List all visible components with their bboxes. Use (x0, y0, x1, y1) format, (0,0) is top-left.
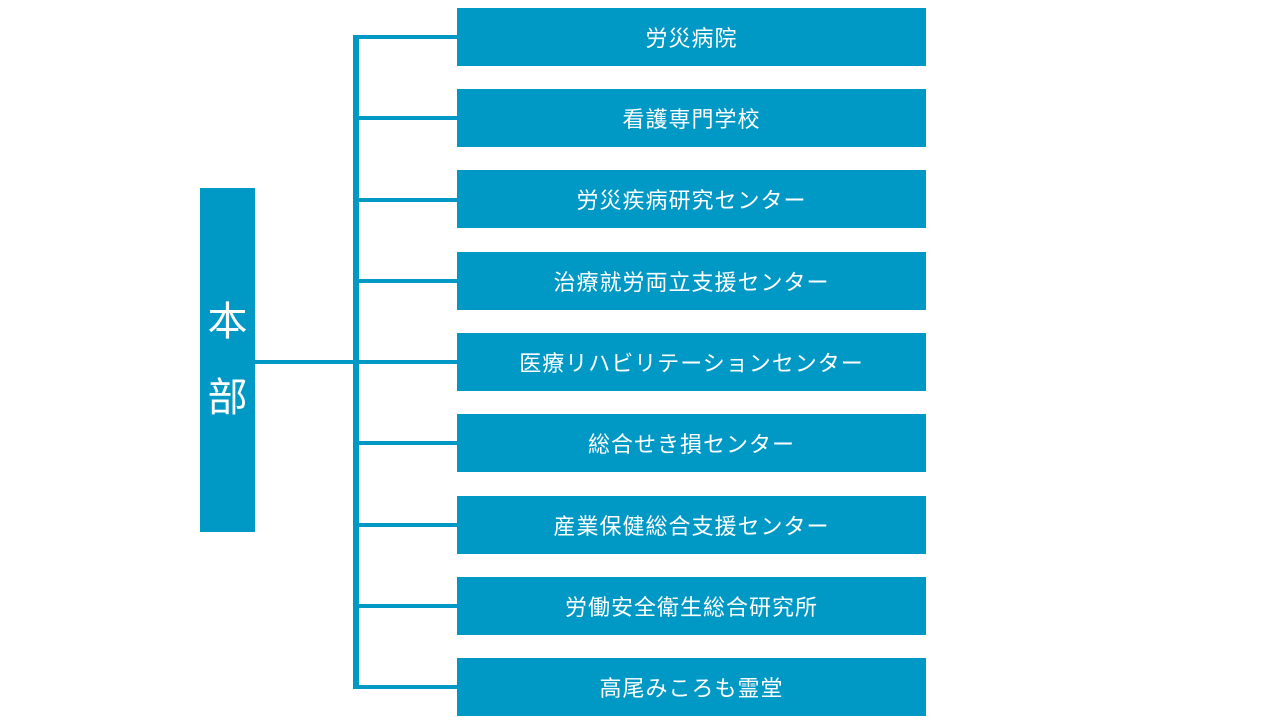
node-treatment-work-balance-support-center: 治療就労両立支援センター (457, 252, 926, 310)
node-label: 高尾みころも霊堂 (599, 676, 784, 701)
branch-connector-line (353, 279, 457, 283)
node-label: 治療就労両立支援センター (553, 270, 830, 295)
node-spinal-injuries-center: 総合せき損センター (457, 414, 926, 472)
node-headquarters-label: 本部 (207, 300, 248, 420)
node-label: 医療リハビリテーションセンター (519, 351, 864, 376)
node-headquarters: 本部 (200, 188, 255, 532)
root-connector-line (255, 360, 359, 364)
node-label: 労災疾病研究センター (576, 188, 807, 213)
node-takao-mikoromo-mausoleum: 高尾みころも霊堂 (457, 658, 926, 716)
branch-connector-line (353, 198, 457, 202)
branch-connector-line (353, 523, 457, 527)
node-label: 産業保健総合支援センター (553, 514, 830, 539)
node-label: 労災病院 (645, 26, 738, 51)
node-occupational-health-support-center: 産業保健総合支援センター (457, 496, 926, 554)
node-rosai-disease-research-center: 労災疾病研究センター (457, 170, 926, 228)
branch-connector-line (353, 35, 457, 39)
node-rosai-hospital: 労災病院 (457, 8, 926, 66)
node-label: 看護専門学校 (622, 107, 761, 132)
branch-connector-line (353, 604, 457, 608)
node-nursing-school: 看護専門学校 (457, 89, 926, 147)
node-occupational-safety-health-research-institute: 労働安全衛生総合研究所 (457, 577, 926, 635)
branch-connector-line (353, 441, 457, 445)
branch-connector-line (353, 360, 457, 364)
node-medical-rehabilitation-center: 医療リハビリテーションセンター (457, 333, 926, 391)
branch-connector-line (353, 116, 457, 120)
node-label: 労働安全衛生総合研究所 (564, 595, 818, 620)
node-label: 総合せき損センター (587, 432, 795, 457)
branch-connector-line (353, 685, 457, 689)
